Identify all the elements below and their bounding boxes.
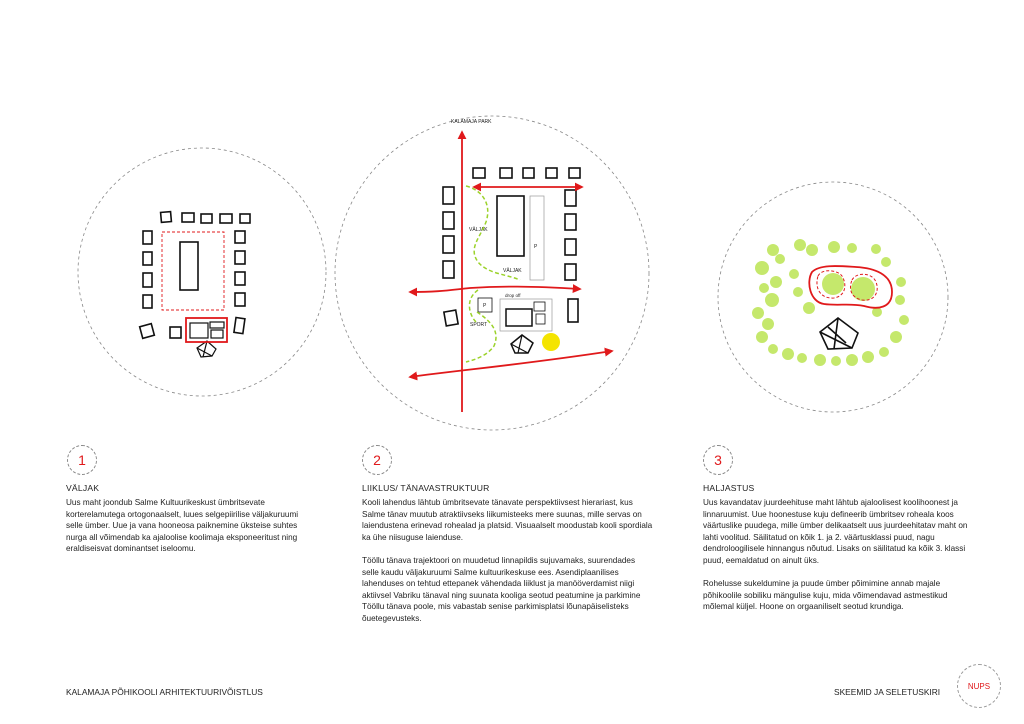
diagram-liiklus: KALAMAJA PARK P xyxy=(334,115,650,431)
new-volume-outline xyxy=(808,265,893,309)
square-outline xyxy=(161,231,225,311)
section-1-text: Uus maht joondub Salme Kultuurikeskust ü… xyxy=(66,497,316,567)
school-buildings xyxy=(189,321,225,358)
school-complex xyxy=(477,297,553,354)
section-3-text: Uus kavandatav juurdeehituse maht lähtub… xyxy=(703,497,979,625)
sun-marker xyxy=(542,333,560,351)
section-3-title: HALJASTUS xyxy=(703,483,755,493)
label-sport: SPORT xyxy=(470,322,487,328)
diagram-valjak xyxy=(77,147,327,397)
section-2-title: LIIKLUS/ TÄNAVASTRUKTUUR xyxy=(362,483,490,493)
courtyard-2 xyxy=(849,273,878,301)
courtyard-1 xyxy=(816,270,846,299)
diagram-haljastus xyxy=(717,181,949,413)
label-p-2: P xyxy=(483,303,487,309)
section-3-paragraph-2: Rohelusse sukeldumine ja puude ümber põi… xyxy=(703,579,948,612)
section-2-text: Kooli lahendus lähtub ümbritsevate tänav… xyxy=(362,497,654,636)
historic-school xyxy=(819,316,859,350)
section-2-number: 2 xyxy=(362,445,392,475)
section-2-paragraph-2: Tööllu tänava trajektoori on muudetud li… xyxy=(362,555,641,623)
traffic-arrows xyxy=(408,130,614,412)
section-1-paragraph-1: Uus maht joondub Salme Kultuurikeskust ü… xyxy=(66,498,299,554)
label-valjak-1: VÄLJAK xyxy=(469,226,488,233)
diagram-3-boundary xyxy=(717,181,949,413)
label-kalamaja-park: KALAMAJA PARK xyxy=(451,119,492,125)
label-valjak-2: VÄLJAK xyxy=(503,267,522,274)
section-3-number: 3 xyxy=(703,445,733,475)
footer-competition-title: KALAMAJA PÕHIKOOLI ARHITEKTUURIVÕISTLUS xyxy=(66,687,263,697)
nups-logo: NUPS xyxy=(957,664,1001,708)
new-volume-highlight xyxy=(185,317,228,343)
label-p-1: P xyxy=(534,244,538,250)
section-1-title: VÄLJAK xyxy=(66,483,100,493)
surrounding-buildings xyxy=(138,210,251,340)
footer-document-title: SKEEMID JA SELETUSKIRI xyxy=(834,687,941,697)
diagram-2-boundary xyxy=(334,115,650,431)
trees xyxy=(752,239,909,366)
diagram-1-boundary xyxy=(77,147,327,397)
blocks xyxy=(442,167,581,327)
label-drop-off: drop off xyxy=(505,293,521,298)
parking-strip xyxy=(529,195,545,281)
section-2-paragraph-1: Kooli lahendus lähtub ümbritsevate tänav… xyxy=(362,498,653,542)
section-3-paragraph-1: Uus kavandatav juurdeehituse maht lähtub… xyxy=(703,498,968,565)
section-1-number: 1 xyxy=(67,445,97,475)
